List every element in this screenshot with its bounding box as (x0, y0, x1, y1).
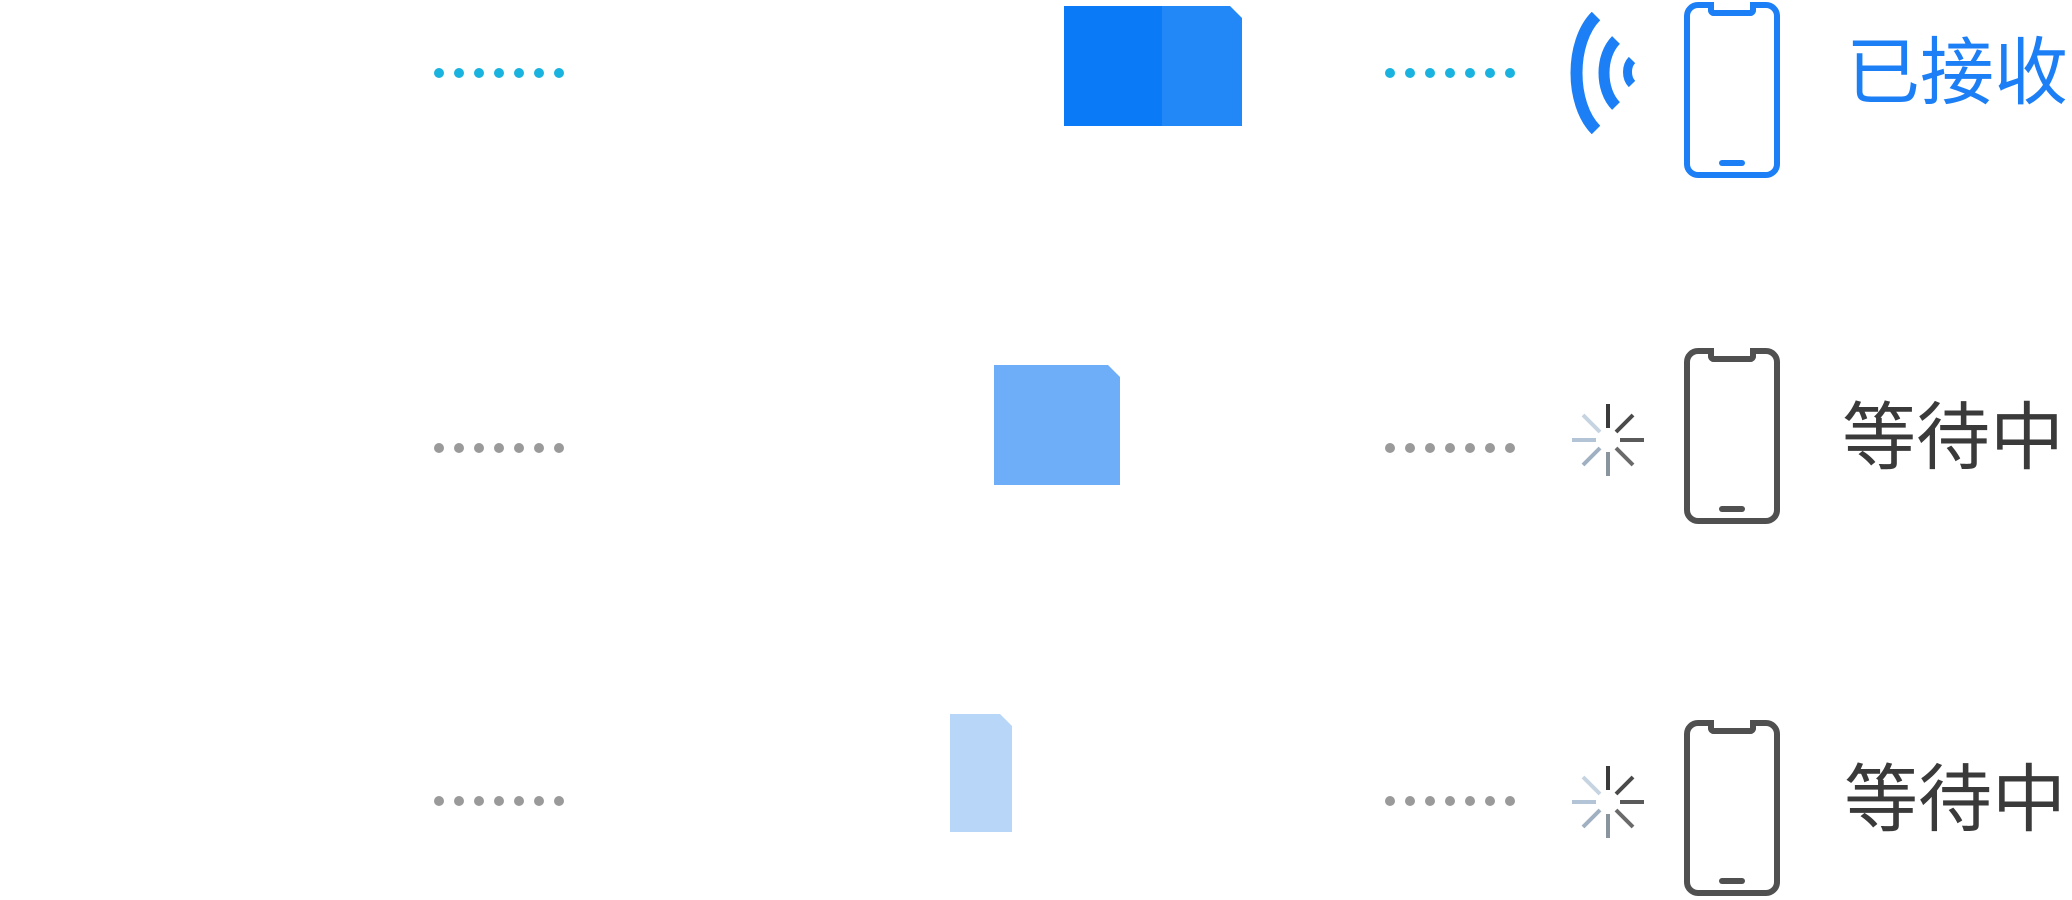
device-connector-dots (1385, 796, 1515, 806)
status-label-received: 已接收 (1846, 30, 2068, 116)
document-block-medium (994, 365, 1120, 485)
document-block-large (1064, 6, 1242, 126)
loading-spinner-icon (1572, 766, 1644, 838)
wifi-signal-icon (1570, 12, 1636, 134)
source-connector-dots (434, 796, 564, 806)
transfer-row-waiting-1: 等待中 (0, 340, 2072, 540)
source-connector-dots (434, 443, 564, 453)
transfer-row-received: 已接收 (0, 0, 2072, 200)
phone-icon (1684, 2, 1780, 178)
document-block-small (950, 714, 1012, 832)
device-connector-dots (1385, 443, 1515, 453)
phone-icon (1684, 348, 1780, 524)
phone-icon (1684, 720, 1780, 896)
loading-spinner-icon (1572, 404, 1644, 476)
status-label-waiting: 等待中 (1842, 395, 2064, 481)
transfer-row-waiting-2: 等待中 (0, 700, 2072, 900)
status-label-waiting: 等待中 (1844, 757, 2066, 843)
device-connector-dots (1385, 68, 1515, 78)
source-connector-dots (434, 68, 564, 78)
